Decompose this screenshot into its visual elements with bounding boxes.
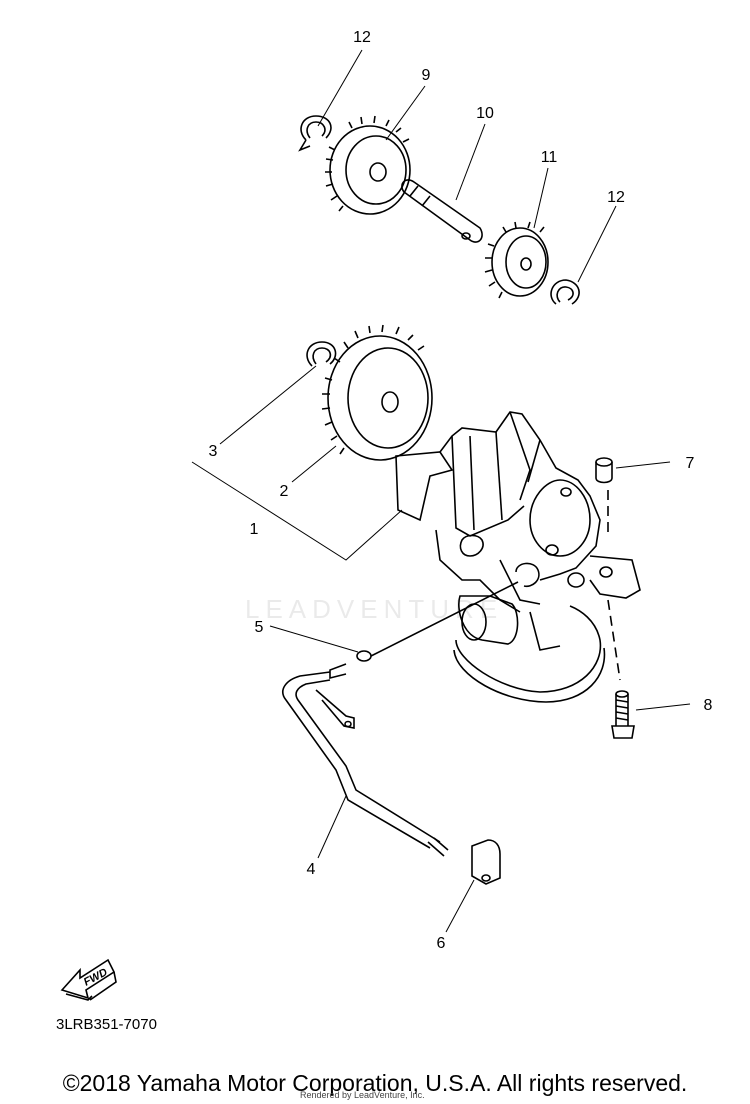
watermark: LEADVENTURE (245, 594, 504, 624)
diagram-code: 3LRB351-7070 (56, 1016, 157, 1033)
collar-7 (595, 457, 613, 484)
circlip-3 (306, 341, 337, 367)
shaft-10 (401, 179, 483, 243)
gear-11 (484, 221, 549, 299)
part-label-7: 7 (686, 455, 695, 472)
leader-lines (191, 49, 691, 933)
gear-9 (325, 115, 411, 215)
bolt-8 (611, 690, 635, 739)
circlip-12-top (298, 115, 332, 152)
part-label-4: 4 (307, 861, 316, 878)
rendered-by-notice: Rendered by LeadVenture, Inc. (300, 1090, 425, 1100)
fwd-arrow-icon (60, 958, 117, 1001)
plate-6 (471, 839, 501, 885)
part-label-12-top: 12 (353, 29, 371, 46)
part-label-11: 11 (541, 149, 558, 166)
part-label-3: 3 (209, 443, 218, 460)
circlip-12-right (550, 279, 580, 305)
pipe-4 (282, 663, 449, 857)
part-label-10: 10 (476, 105, 494, 122)
part-label-6: 6 (437, 935, 446, 952)
o-ring-5 (356, 650, 372, 662)
fwd-label: FWD (82, 966, 110, 988)
part-label-9: 9 (422, 67, 431, 84)
part-label-1: 1 (250, 521, 259, 538)
part-label-12-right: 12 (607, 189, 625, 206)
gear-2 (321, 324, 433, 461)
guide-line-5 (370, 581, 519, 657)
oil-pump-housing (395, 411, 641, 703)
part-label-8: 8 (704, 697, 713, 714)
part-label-2: 2 (280, 483, 289, 500)
guide-line-7 (607, 490, 621, 681)
copyright-notice: ©2018 Yamaha Motor Corporation, U.S.A. A… (62, 1070, 688, 1096)
part-label-5: 5 (255, 619, 264, 636)
